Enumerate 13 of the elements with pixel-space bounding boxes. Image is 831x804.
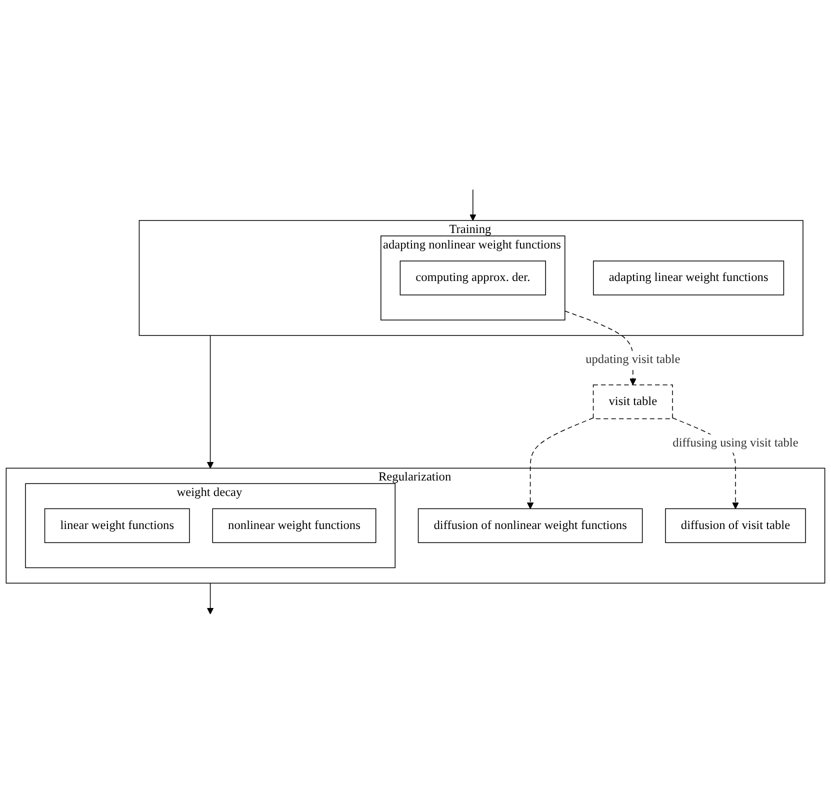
arrow [526, 418, 594, 510]
edge-label: diffusing using visit table [672, 436, 798, 450]
node-box: visit table [592, 384, 673, 420]
node-box: nonlinear weight functions [212, 508, 376, 544]
node-box: adapting linear weight functions [593, 260, 784, 296]
node-box: linear weight functions [44, 508, 190, 544]
arrow [206, 335, 214, 469]
arrow [206, 582, 214, 615]
node-box: diffusion of nonlinear weight functions [418, 508, 643, 544]
arrow [470, 189, 476, 221]
edge-label: updating visit table [586, 353, 680, 366]
node-box: computing approx. der. [400, 260, 546, 296]
node-box: diffusion of visit table [665, 508, 806, 544]
